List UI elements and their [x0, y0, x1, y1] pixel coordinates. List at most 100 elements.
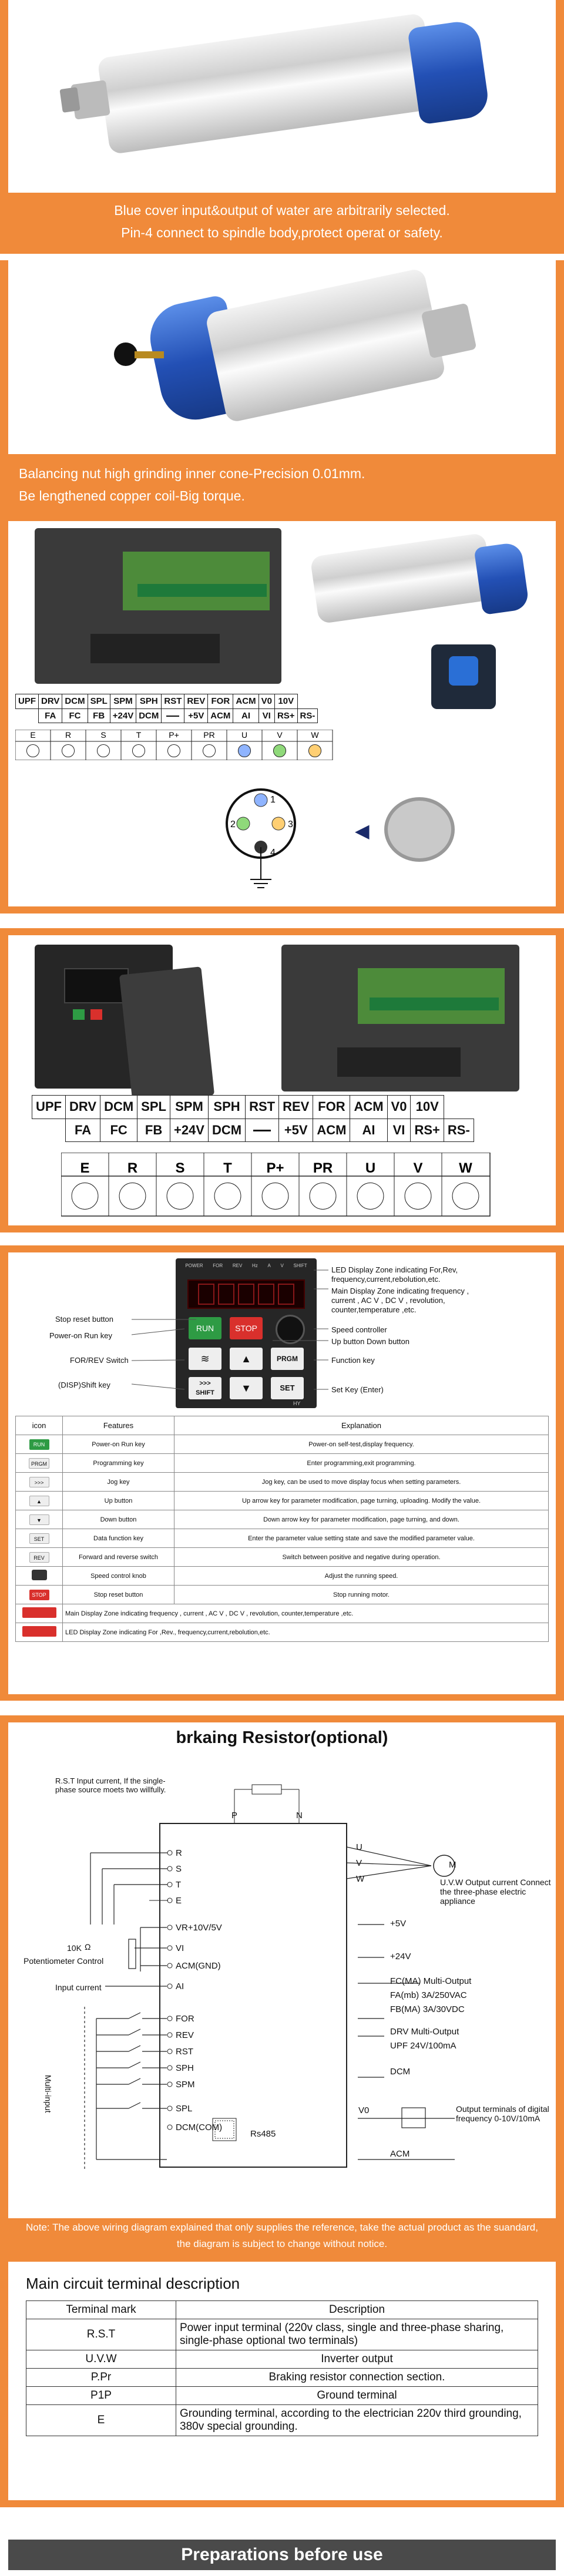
terminal-label: RS-	[443, 1118, 474, 1142]
terminal-label: 10V	[410, 1095, 444, 1119]
keypad-callout-label: Set Key (Enter)	[331, 1385, 384, 1394]
terminal-label: REV	[184, 694, 209, 709]
down-key[interactable]: ▼	[230, 1377, 263, 1399]
run-key[interactable]: RUN	[189, 1317, 221, 1339]
feature-explanation: Down arrow key for parameter modificatio…	[174, 1510, 549, 1529]
terminal-label: DCM	[136, 708, 162, 723]
feature-explanation: Adjust the running speed.	[174, 1566, 549, 1586]
table-header: Description	[176, 2300, 538, 2319]
caption-line: Balancing nut high grinding inner cone-P…	[19, 466, 365, 481]
key-chip-icon: ▼	[29, 1514, 49, 1525]
term-vi: VI	[176, 1943, 184, 1953]
inverter-board-image	[35, 528, 281, 684]
power-terminal-label: V	[277, 730, 283, 740]
inverter-board-image	[281, 945, 519, 1091]
terminal-label: AI	[350, 1118, 388, 1142]
terminal-label: SPL	[137, 1095, 170, 1119]
term-acm: ACM(GND)	[176, 1961, 221, 1971]
term-spl: SPL	[176, 2104, 193, 2114]
section-inverter-terminals: UPF DRV DCM SPL SPM SPH RST REV FOR ACM …	[0, 928, 564, 1232]
shift-label: SHIFT	[196, 1389, 214, 1396]
terminal-label: FC	[100, 1118, 138, 1142]
terminal-label: V0	[387, 1095, 411, 1119]
multi-input-label: Multi-input	[43, 2075, 53, 2113]
terminal-label: SPM	[169, 1095, 209, 1119]
feature-text: Speed control knob	[62, 1566, 174, 1586]
term-sph: SPH	[176, 2063, 194, 2073]
caption-line: Pin-4 connect to spindle body,protect op…	[121, 225, 443, 240]
screw-terminal-icon	[26, 744, 40, 758]
term-ai: AI	[176, 1981, 184, 1991]
wiring-diagram-svg	[84, 1784, 455, 2171]
key-chip-icon	[31, 1570, 47, 1580]
key-chip-icon: SET	[29, 1533, 49, 1544]
out-label: V0	[358, 2105, 370, 2115]
terminal-label: RST	[245, 1095, 280, 1119]
term-v: V	[356, 1858, 362, 1868]
terminal-label: AI	[233, 708, 259, 723]
shift-key[interactable]: >>> SHIFT	[189, 1377, 221, 1399]
prgm-key[interactable]: PRGM	[271, 1348, 304, 1370]
rev-key[interactable]: ≋	[189, 1348, 221, 1370]
terminal-mark: P.Pr	[26, 2368, 176, 2387]
out-label: FA(mb) 3A/250VAC	[390, 1990, 467, 2000]
term-dcm: DCM(COM)	[176, 2122, 223, 2132]
power-terminal-label: E	[30, 730, 35, 740]
feature-text: Jog key	[62, 1472, 174, 1492]
up-arrow-icon: ▲	[241, 1353, 251, 1365]
feature-text: Stop reset button	[62, 1585, 174, 1604]
terminal-label: V0	[258, 694, 275, 709]
term-s: S	[176, 1864, 182, 1874]
terminal-desc: Grounding terminal, according to the ele…	[176, 2404, 538, 2436]
feature-text: LED Display Zone indicating For ,Rev., f…	[62, 1623, 549, 1642]
feature-text: Up button	[62, 1491, 174, 1510]
stop-key[interactable]: STOP	[230, 1317, 263, 1339]
terminal-desc: Inverter output	[176, 2350, 538, 2369]
table-header: Explanation	[174, 1416, 549, 1435]
power-terminal-label: S	[175, 1160, 184, 1176]
wiring-card: UPF DRV DCM SPL SPM SPH RST REV FOR ACM …	[8, 521, 556, 906]
out-label: +24V	[390, 1952, 411, 1962]
up-key[interactable]: ▲	[230, 1348, 263, 1370]
table-row: P1P Ground terminal	[26, 2386, 538, 2405]
feature-icon: >>>	[15, 1472, 63, 1492]
inverter-cover-image	[119, 966, 215, 1104]
section-wiring-photo: UPF DRV DCM SPL SPM SPH RST REV FOR ACM …	[0, 514, 564, 913]
key-chip-icon: REV	[29, 1551, 49, 1563]
power-terminal-label: P+	[169, 730, 179, 740]
led-label: V	[280, 1263, 284, 1268]
terminal-label: FA	[38, 708, 63, 723]
terminal-label: SPL	[87, 694, 110, 709]
keypad-panel: POWER FOR REV Hz A V SHIFT RUN STOP ≋ ▲ …	[176, 1258, 317, 1408]
arrow-left-icon: ◀	[355, 820, 370, 841]
preparations-bar: Preparations before use	[8, 2540, 556, 2570]
set-key[interactable]: SET	[271, 1377, 304, 1399]
screw-terminal-icon	[237, 744, 251, 758]
main-display	[187, 1279, 305, 1309]
feature-icon: ▲	[15, 1491, 63, 1510]
spindle-image	[8, 260, 556, 454]
screw-terminal-icon	[166, 1183, 194, 1210]
section-preparations-banner: Preparations before use	[0, 2535, 564, 2576]
model-label: HY	[293, 1400, 301, 1406]
term-w: W	[356, 1874, 365, 1884]
input-current-label: Input current	[55, 1983, 102, 1992]
keypad-callout-label: Power-on Run key	[49, 1331, 112, 1340]
speed-knob[interactable]	[276, 1315, 305, 1344]
key-chip-icon: RUN	[29, 1439, 49, 1450]
rev-icon: ≋	[200, 1353, 210, 1365]
out-label: DRV Multi-Output	[390, 2027, 459, 2037]
terminal-desc: Braking resistor connection section.	[176, 2368, 538, 2387]
power-terminal-label: E	[80, 1160, 89, 1176]
key-chip-icon	[22, 1626, 56, 1637]
terminal-label: UPF	[32, 1095, 66, 1119]
feature-icon: STOP	[15, 1585, 63, 1604]
feature-icon: ▼	[15, 1510, 63, 1529]
down-arrow-icon: ▼	[241, 1382, 251, 1394]
screw-terminal-icon	[452, 1183, 479, 1210]
